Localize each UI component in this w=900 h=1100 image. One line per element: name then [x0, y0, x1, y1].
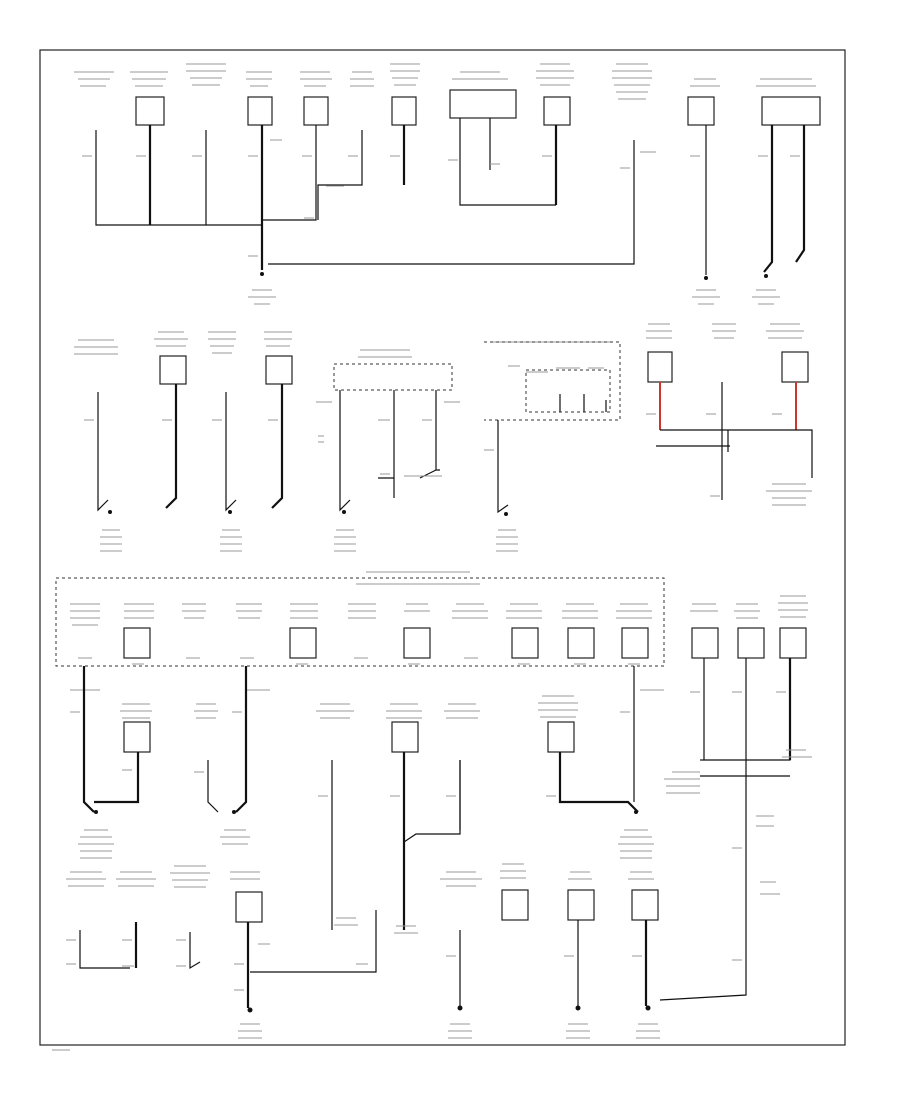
component-block	[567, 889, 595, 921]
component-block	[501, 889, 529, 921]
ground-point-icon	[232, 810, 236, 814]
component-block	[235, 891, 263, 923]
section-bottom-components	[52, 863, 780, 1051]
component-block	[631, 889, 659, 921]
ground-point-icon	[504, 512, 508, 516]
section-connector-strip	[55, 571, 808, 667]
component-block	[403, 627, 431, 659]
component-block	[761, 96, 821, 126]
component-block	[737, 627, 765, 659]
component-block	[779, 627, 807, 659]
component-block	[511, 627, 539, 659]
component-block	[781, 351, 809, 383]
component-block	[123, 721, 151, 753]
section-lower-components	[70, 658, 812, 1001]
ground-point-icon	[575, 1005, 581, 1011]
component-block	[391, 721, 419, 753]
ground-point-icon	[704, 276, 708, 280]
ground-point-icon	[634, 810, 638, 814]
component-block	[567, 627, 595, 659]
ground-point-icon	[94, 810, 98, 814]
component-block	[265, 355, 293, 385]
section-middle-components	[74, 323, 813, 552]
component-block	[691, 627, 719, 659]
component-block	[123, 627, 151, 659]
ground-point-icon	[260, 272, 264, 276]
component-block	[135, 96, 165, 126]
component-block	[621, 627, 649, 659]
component-block	[543, 96, 571, 126]
component-block	[391, 96, 417, 126]
ground-point-icon	[457, 1005, 463, 1011]
component-block	[449, 89, 517, 119]
component-block	[159, 355, 187, 385]
component-block	[303, 96, 329, 126]
component-block	[289, 627, 317, 659]
ground-point-icon	[764, 274, 768, 278]
ground-point-icon	[342, 510, 346, 514]
diagram-border	[39, 49, 846, 1046]
component-block	[687, 96, 715, 126]
ground-point-icon	[247, 1007, 253, 1013]
section-top-components	[74, 63, 821, 305]
component-block	[647, 351, 673, 383]
component-block	[247, 96, 273, 126]
ground-point-icon	[645, 1005, 651, 1011]
ground-point-icon	[108, 510, 112, 514]
component-block	[547, 721, 575, 753]
ground-point-icon	[228, 510, 232, 514]
